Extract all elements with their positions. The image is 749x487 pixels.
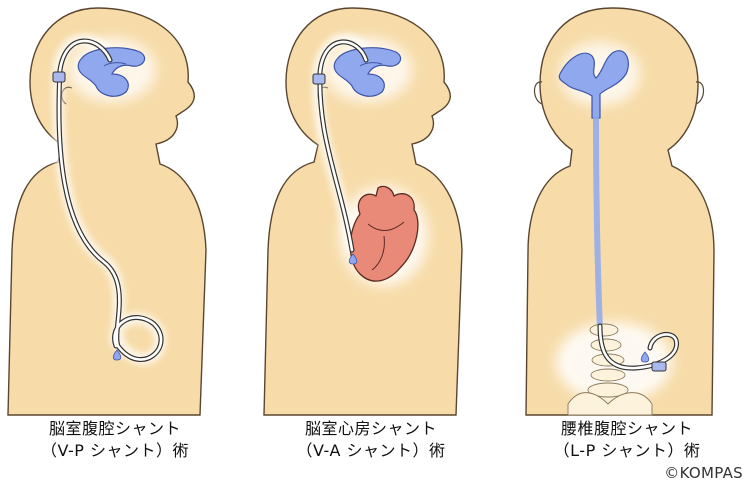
droplet-lp [640, 351, 650, 363]
valve-va [312, 73, 326, 85]
valve-lp [651, 361, 667, 372]
copyright-credit: ©KOMPAS [664, 464, 743, 482]
caption-vp-line1: 脳室腹腔シャント [48, 419, 181, 438]
caption-lp-line1: 腰椎腹腔シャント [560, 419, 693, 438]
heart-va [349, 185, 419, 282]
caption-va-shunt: 脳室心房シャント （V-A シャント）術 [256, 418, 486, 462]
ventricle-lp [558, 50, 629, 119]
panel-va-shunt [263, 7, 463, 416]
panel-lp-shunt [525, 7, 715, 416]
valve-vp [52, 71, 66, 83]
caption-lp-shunt: 腰椎腹腔シャント （L-P シャント）術 [512, 418, 742, 462]
ear-lp-right [695, 81, 705, 105]
caption-va-line2: （V-A シャント）術 [296, 441, 446, 460]
droplet-va [348, 253, 358, 265]
caption-lp-line2: （L-P シャント）術 [553, 441, 701, 460]
caption-vp-line2: （V-P シャント）術 [40, 441, 190, 460]
csf-column-lp [593, 115, 603, 333]
panel-vp-shunt [7, 7, 207, 416]
caption-vp-shunt: 脳室腹腔シャント （V-P シャント）術 [0, 418, 230, 462]
droplet-vp [112, 349, 122, 361]
ear-lp-left [533, 81, 543, 105]
ventricle-vp [77, 47, 146, 97]
ventricle-va [333, 47, 402, 97]
caption-va-line1: 脳室心房シャント [304, 419, 437, 438]
